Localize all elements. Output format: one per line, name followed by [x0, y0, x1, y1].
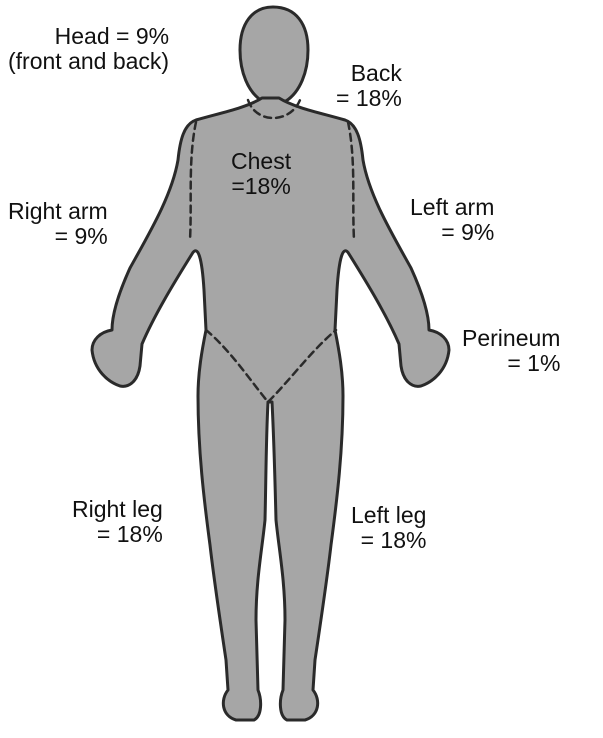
- back-label-line1: Back: [336, 61, 402, 86]
- right-arm-label-line2: = 9%: [8, 224, 108, 249]
- head-label: Head = 9% (front and back): [8, 24, 169, 74]
- left-leg-label: Left leg = 18%: [351, 503, 426, 553]
- chest-label-line1: Chest: [231, 149, 291, 174]
- right-leg-label: Right leg = 18%: [72, 497, 163, 547]
- right-arm-label-line1: Right arm: [8, 199, 108, 224]
- perineum-label-line1: Perineum: [462, 326, 560, 351]
- left-leg-label-line1: Left leg: [351, 503, 426, 528]
- right-leg-label-line1: Right leg: [72, 497, 163, 522]
- head-label-line2: (front and back): [8, 49, 169, 74]
- perineum-label: Perineum = 1%: [462, 326, 560, 376]
- head-label-line1: Head = 9%: [8, 24, 169, 49]
- back-label-line2: = 18%: [336, 86, 402, 111]
- perineum-label-line2: = 1%: [462, 351, 560, 376]
- left-leg-label-line2: = 18%: [351, 528, 426, 553]
- chest-label-line2: =18%: [231, 174, 291, 199]
- right-leg-label-line2: = 18%: [72, 522, 163, 547]
- back-label: Back = 18%: [336, 61, 402, 111]
- head-shape: [240, 7, 308, 101]
- right-arm-label: Right arm = 9%: [8, 199, 108, 249]
- left-arm-label-line2: = 9%: [410, 220, 494, 245]
- chest-label: Chest =18%: [231, 149, 291, 199]
- left-arm-label-line1: Left arm: [410, 195, 494, 220]
- left-arm-label: Left arm = 9%: [410, 195, 494, 245]
